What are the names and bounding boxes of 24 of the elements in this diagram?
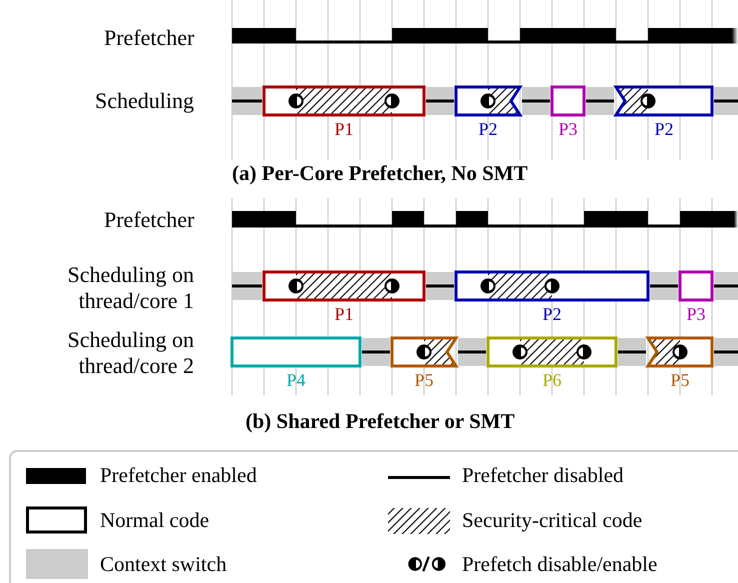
legend-label: Security-critical code bbox=[462, 508, 642, 532]
process-label: P5 bbox=[669, 370, 690, 390]
process-label: P3 bbox=[557, 119, 578, 139]
row-label: Scheduling on thread/core 2 bbox=[66, 327, 194, 379]
process-label: P4 bbox=[285, 370, 306, 390]
process-label: P2 bbox=[653, 119, 674, 139]
legend-label: Prefetch disable/enable bbox=[462, 552, 658, 576]
subfigure-caption: (b) Shared Prefetcher or SMT bbox=[246, 408, 515, 434]
process-label: P5 bbox=[413, 370, 434, 390]
legend-label: Normal code bbox=[100, 508, 210, 532]
row-label: Prefetcher bbox=[104, 25, 194, 51]
process-label: P2 bbox=[477, 119, 498, 139]
process-label: P6 bbox=[541, 370, 562, 390]
row-label: Scheduling on thread/core 1 bbox=[66, 262, 194, 314]
process-label: P2 bbox=[541, 304, 562, 324]
row-label: Prefetcher bbox=[104, 207, 194, 233]
process-label: P1 bbox=[333, 119, 354, 139]
legend-label: Prefetcher enabled bbox=[100, 463, 257, 487]
process-label: P1 bbox=[333, 304, 354, 324]
legend-label: Prefetcher disabled bbox=[462, 463, 624, 487]
row-label: Scheduling bbox=[95, 88, 194, 114]
subfigure-caption: (a) Per-Core Prefetcher, No SMT bbox=[232, 160, 528, 186]
legend-label: Context switch bbox=[100, 552, 227, 576]
process-label: P3 bbox=[685, 304, 706, 324]
